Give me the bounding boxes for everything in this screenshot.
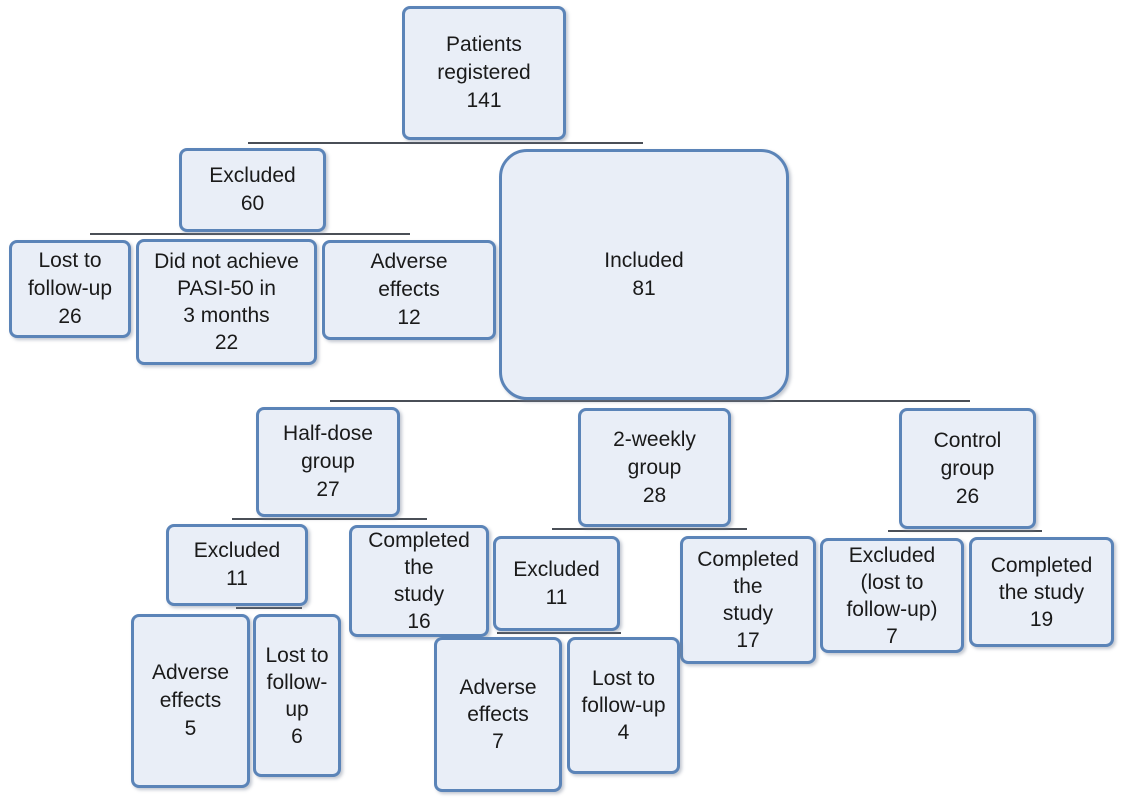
connector-half-dose (232, 518, 427, 520)
included-81-box: Included 81 (499, 149, 789, 400)
excluded-60-box: Excluded 60 (179, 148, 326, 232)
connector-excluded (90, 233, 410, 235)
lost-to-follow-up-26-box: Lost to follow-up 26 (9, 240, 131, 338)
connector-two-excluded (497, 632, 621, 634)
control-group-box: Control group 26 (899, 408, 1036, 529)
two-weekly-excluded-box: Excluded 11 (493, 536, 620, 631)
half-dose-lost-to-follow-up-box: Lost to follow- up 6 (253, 614, 341, 777)
control-excluded-box: Excluded (lost to follow-up) 7 (820, 538, 964, 653)
two-weekly-completed-box: Completed the study 17 (680, 536, 816, 664)
did-not-achieve-pasi-box: Did not achieve PASI-50 in 3 months 22 (136, 239, 317, 365)
two-weekly-lost-to-follow-up-box: Lost to follow-up 4 (567, 637, 680, 774)
connector-two-weekly (552, 528, 747, 530)
connector-included (330, 400, 970, 402)
half-dose-group-box: Half-dose group 27 (256, 407, 400, 517)
control-completed-box: Completed the study 19 (969, 537, 1114, 647)
two-weekly-group-box: 2-weekly group 28 (578, 408, 731, 527)
connector-control (888, 530, 1042, 532)
adverse-effects-12-box: Adverse effects 12 (322, 240, 496, 340)
half-dose-completed-box: Completed the study 16 (349, 525, 489, 637)
connector-registered (248, 142, 643, 144)
patients-registered-box: Patients registered 141 (402, 6, 566, 140)
connector-half-excluded (236, 607, 302, 609)
two-weekly-adverse-effects-box: Adverse effects 7 (434, 637, 562, 792)
half-dose-adverse-effects-box: Adverse effects 5 (131, 614, 250, 788)
half-dose-excluded-box: Excluded 11 (166, 524, 308, 606)
